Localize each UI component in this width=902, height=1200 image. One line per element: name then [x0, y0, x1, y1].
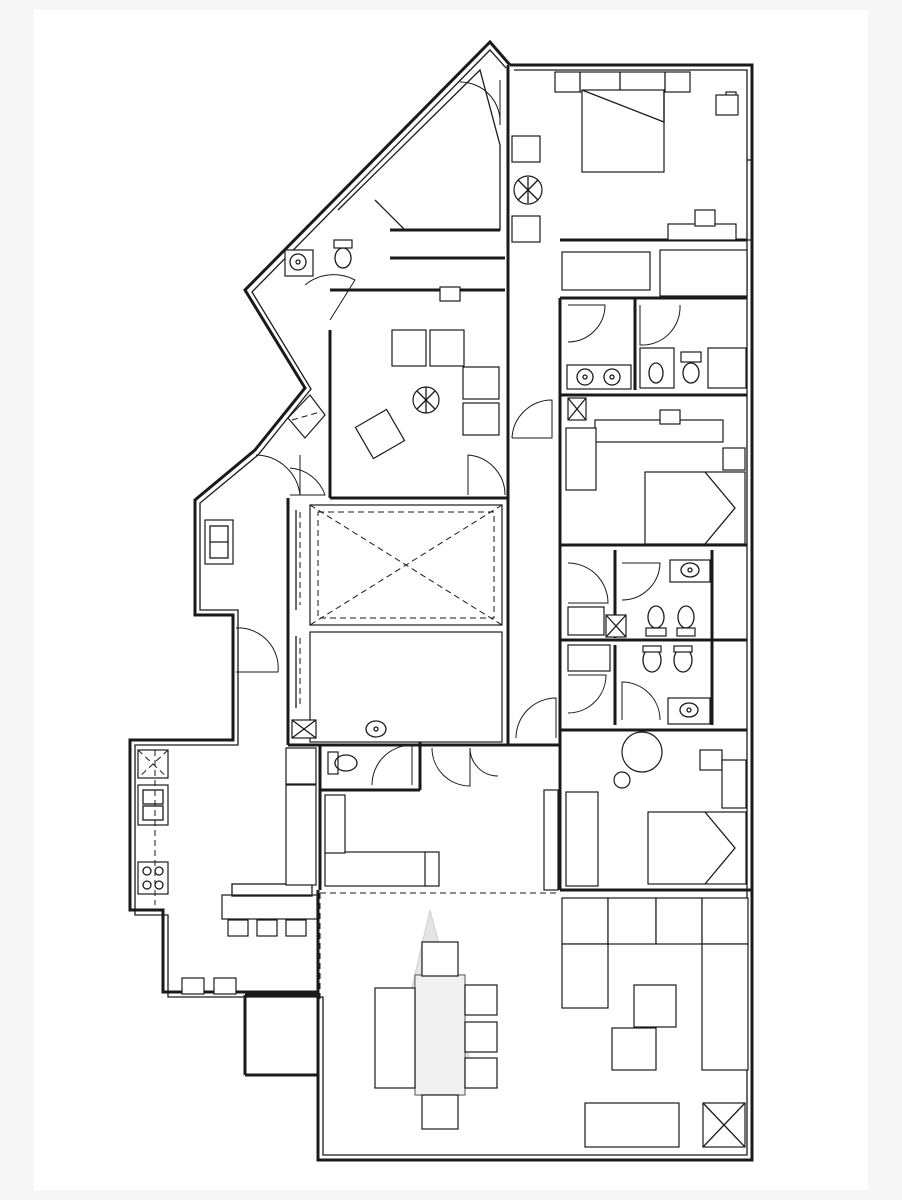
vanity — [667, 697, 711, 725]
stool — [213, 977, 237, 995]
wardrobe — [565, 427, 597, 491]
interior-walls — [243, 65, 752, 1077]
exterior-walls — [128, 39, 754, 1162]
elevator-shaft-icon — [295, 504, 503, 743]
guest-bathroom-top — [284, 80, 501, 321]
armchair-icon — [429, 329, 465, 367]
sink-icon — [576, 368, 594, 386]
powder-room — [324, 697, 559, 891]
dining-table-icon — [374, 941, 498, 1130]
kitchen — [137, 454, 326, 995]
stove-icon — [137, 861, 169, 895]
toilet-icon — [327, 751, 358, 775]
toilet-icon — [333, 239, 353, 269]
toilet-icon — [673, 645, 693, 673]
bathroom-two — [567, 559, 711, 637]
stool — [285, 919, 307, 937]
headboard-cabinet — [554, 71, 691, 93]
closet — [659, 249, 748, 297]
sink-icon — [679, 702, 699, 718]
chair — [439, 286, 461, 302]
sink-icon — [289, 253, 307, 271]
armchair-icon — [462, 402, 500, 436]
armchair-icon — [511, 215, 541, 243]
stool — [613, 771, 631, 789]
counter — [324, 851, 428, 887]
bathroom-three — [567, 644, 711, 725]
desk — [721, 759, 747, 809]
chair — [659, 409, 681, 425]
bed-icon — [581, 89, 665, 173]
master-bathroom — [566, 304, 747, 390]
tv-console — [584, 1102, 680, 1148]
stool — [227, 919, 249, 937]
round-table — [621, 731, 663, 773]
chair — [694, 209, 716, 227]
shaft-markers — [137, 394, 746, 1148]
sink-icon — [680, 562, 700, 578]
shower — [707, 347, 747, 389]
living-dining — [319, 892, 749, 1148]
chair — [699, 749, 723, 771]
wardrobe — [561, 251, 651, 291]
breakfast-bar — [221, 894, 318, 920]
stool — [256, 919, 278, 937]
stool — [181, 977, 205, 995]
pantry — [285, 784, 317, 886]
sink-icon — [365, 720, 387, 738]
ceiling-fan-icon — [513, 175, 543, 205]
toilet-icon — [680, 351, 702, 384]
bed-icon — [647, 811, 747, 885]
bedroom-three — [565, 731, 747, 887]
sink-icon — [603, 368, 621, 386]
sofa-icon — [561, 897, 749, 1071]
headboard-cabinet — [594, 419, 724, 443]
ottoman — [611, 1027, 657, 1071]
family-room — [354, 286, 553, 496]
armchair-icon — [462, 366, 500, 400]
armchair-icon — [511, 135, 541, 163]
wardrobe — [565, 791, 599, 887]
coffee-table — [633, 984, 677, 1028]
bidet-icon — [648, 362, 664, 384]
bedroom-two — [565, 409, 746, 545]
armchair-icon — [391, 329, 427, 367]
bed-icon — [644, 471, 746, 545]
armchair-icon — [354, 408, 406, 460]
vanity — [669, 559, 711, 583]
master-bedroom — [511, 71, 748, 297]
toilet-icon — [676, 605, 696, 637]
bidet-icon — [642, 645, 662, 673]
ceiling-fan-icon — [412, 386, 440, 414]
